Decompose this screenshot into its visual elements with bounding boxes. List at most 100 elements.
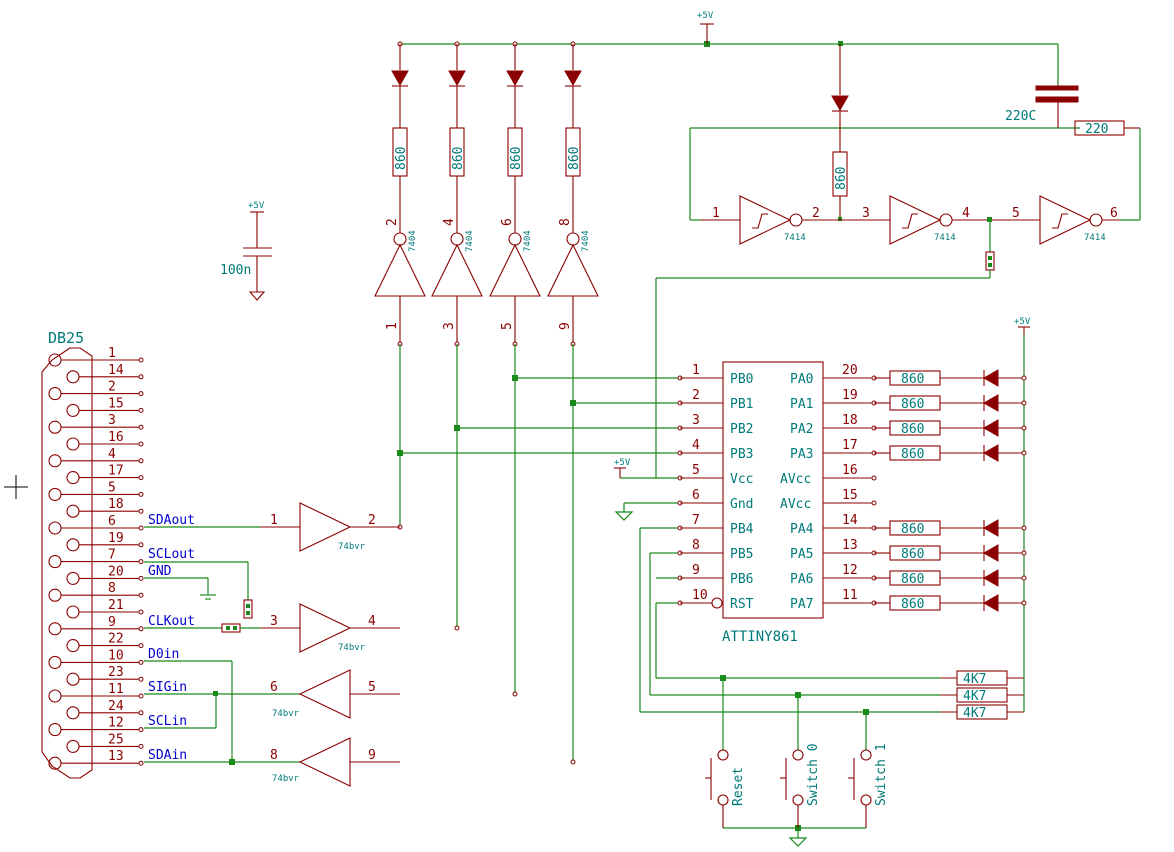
- db25-pin-number: 11: [108, 682, 124, 697]
- label-7404: 7404: [581, 230, 591, 252]
- mcu-pin-right-num: 16: [842, 463, 858, 478]
- pin-7414-5: 5: [1012, 206, 1020, 221]
- db25-pin-number: 18: [108, 497, 124, 512]
- db25-contact: [66, 639, 80, 653]
- buf3-in-pin: 6: [270, 680, 278, 695]
- label-7414-b: 7414: [934, 233, 956, 243]
- mcu-pin-left-num: 3: [692, 413, 700, 428]
- db25-contact: [66, 605, 80, 619]
- decoupling-capacitor: +5V 100n: [220, 201, 272, 301]
- db25-contact: [48, 420, 62, 434]
- db25-contact: [48, 622, 62, 636]
- signal-sclout: SCLout: [148, 547, 195, 562]
- vcc-label-top: +5V: [697, 11, 714, 21]
- db25-contact: [66, 739, 80, 753]
- mcu-pin-left-name: PB6: [730, 572, 753, 587]
- buf2-out-pin: 4: [368, 614, 376, 629]
- db25-contact: [48, 454, 62, 468]
- pullup-4k7-a: 4K7: [963, 672, 986, 687]
- led-resistor-value: 860: [901, 372, 924, 387]
- db25-pin-number: 1: [108, 346, 116, 361]
- vcc-label-mcu: +5V: [614, 458, 631, 468]
- db25-contact: [48, 588, 62, 602]
- label-7404: 7404: [408, 230, 418, 252]
- mcu-pin-left-num: 10: [692, 588, 708, 603]
- db25-pin-number: 12: [108, 716, 124, 731]
- pin-7404-in: 1: [385, 322, 400, 330]
- cap-value-220c: 220C: [1005, 109, 1036, 124]
- mcu-pin-left-name: PB0: [730, 372, 753, 387]
- switch-label: Reset: [731, 767, 746, 806]
- mcu-pin-right-name: PA6: [790, 572, 813, 587]
- mcu-pin-right-name: PA7: [790, 597, 813, 612]
- db25-pin-number: 15: [108, 396, 124, 411]
- db25-pin-number: 13: [108, 749, 124, 764]
- db25-contact: [66, 672, 80, 686]
- led-resistor-value: 860: [901, 547, 924, 562]
- led-resistor-value: 860: [901, 397, 924, 412]
- pin-7404-in: 5: [500, 322, 515, 330]
- db25-pin-number: 24: [108, 699, 124, 714]
- pullup-4k7-c: 4K7: [963, 706, 986, 721]
- db25-contact: [48, 521, 62, 535]
- vcc-label-right: +5V: [1014, 317, 1031, 327]
- signal-sdain: SDAin: [148, 748, 187, 763]
- db25-contact: [66, 437, 80, 451]
- buf2-label: 74bvr: [338, 643, 366, 653]
- signal-sigin: SIGin: [148, 680, 187, 695]
- switch-label: Switch 1: [874, 743, 889, 806]
- db25-contact: [48, 487, 62, 501]
- db25-pin-number: 16: [108, 430, 124, 445]
- mcu-pin-right-name: PA1: [790, 397, 813, 412]
- buf3-out-pin: 5: [368, 680, 376, 695]
- db25-pin-number: 6: [108, 514, 116, 529]
- signal-d0in: D0in: [148, 647, 179, 662]
- pin-7414-2: 2: [812, 206, 820, 221]
- pin-7414-6: 6: [1110, 206, 1118, 221]
- mcu-pin-left-name: Vcc: [730, 472, 753, 487]
- db25-contact: [66, 370, 80, 384]
- led-icon: [448, 70, 466, 87]
- signal-sdaout: SDAout: [148, 513, 195, 528]
- db25-pin-number: 25: [108, 732, 124, 747]
- db25-pin-number: 19: [108, 531, 124, 546]
- cap-value-100n: 100n: [220, 263, 251, 278]
- mcu-pin-right-name: PA3: [790, 447, 813, 462]
- mcu-pin-left-num: 1: [692, 363, 700, 378]
- led-icon: [982, 394, 999, 412]
- mcu-pin-left-name: PB3: [730, 447, 753, 462]
- pin-7414-4: 4: [962, 206, 970, 221]
- buf4-label: 74bvr: [272, 774, 300, 784]
- db25-pin-number: 2: [108, 380, 116, 395]
- pin-7404-in: 9: [558, 322, 573, 330]
- mcu-name: ATTINY861: [722, 629, 798, 645]
- label-7404: 7404: [523, 230, 533, 252]
- pin-7404-out: 2: [385, 218, 400, 226]
- signal-sclin: SCLin: [148, 714, 187, 729]
- mcu-pin-left-name: PB1: [730, 397, 753, 412]
- db25-title: DB25: [48, 329, 84, 347]
- mcu-pin-right-num: 11: [842, 588, 858, 603]
- mcu-pin-right-name: PA0: [790, 372, 813, 387]
- db25-connector: DB25 11421531641751861972082192210231124…: [41, 329, 144, 779]
- mcu-pin-left-name: PB2: [730, 422, 753, 437]
- mcu-pin-left-num: 8: [692, 538, 700, 553]
- signal-clkout: CLKout: [148, 614, 195, 629]
- db25-contact: [48, 387, 62, 401]
- led-icon: [982, 369, 999, 387]
- db25-pin-number: 22: [108, 632, 124, 647]
- led-resistor-value: 860: [901, 572, 924, 587]
- led-icon: [391, 70, 409, 87]
- led-resistor-value: 860: [901, 447, 924, 462]
- led-icon: [982, 569, 999, 587]
- led-icon: [982, 519, 999, 537]
- mcu-pin-right-num: 15: [842, 488, 858, 503]
- label-7414-a: 7414: [784, 233, 806, 243]
- label-7404: 7404: [465, 230, 475, 252]
- resistor-860-column: 860: [567, 147, 582, 170]
- led-icon: [564, 70, 582, 87]
- db25-contact: [66, 706, 80, 720]
- mcu-pin-left-name: Gnd: [730, 497, 753, 512]
